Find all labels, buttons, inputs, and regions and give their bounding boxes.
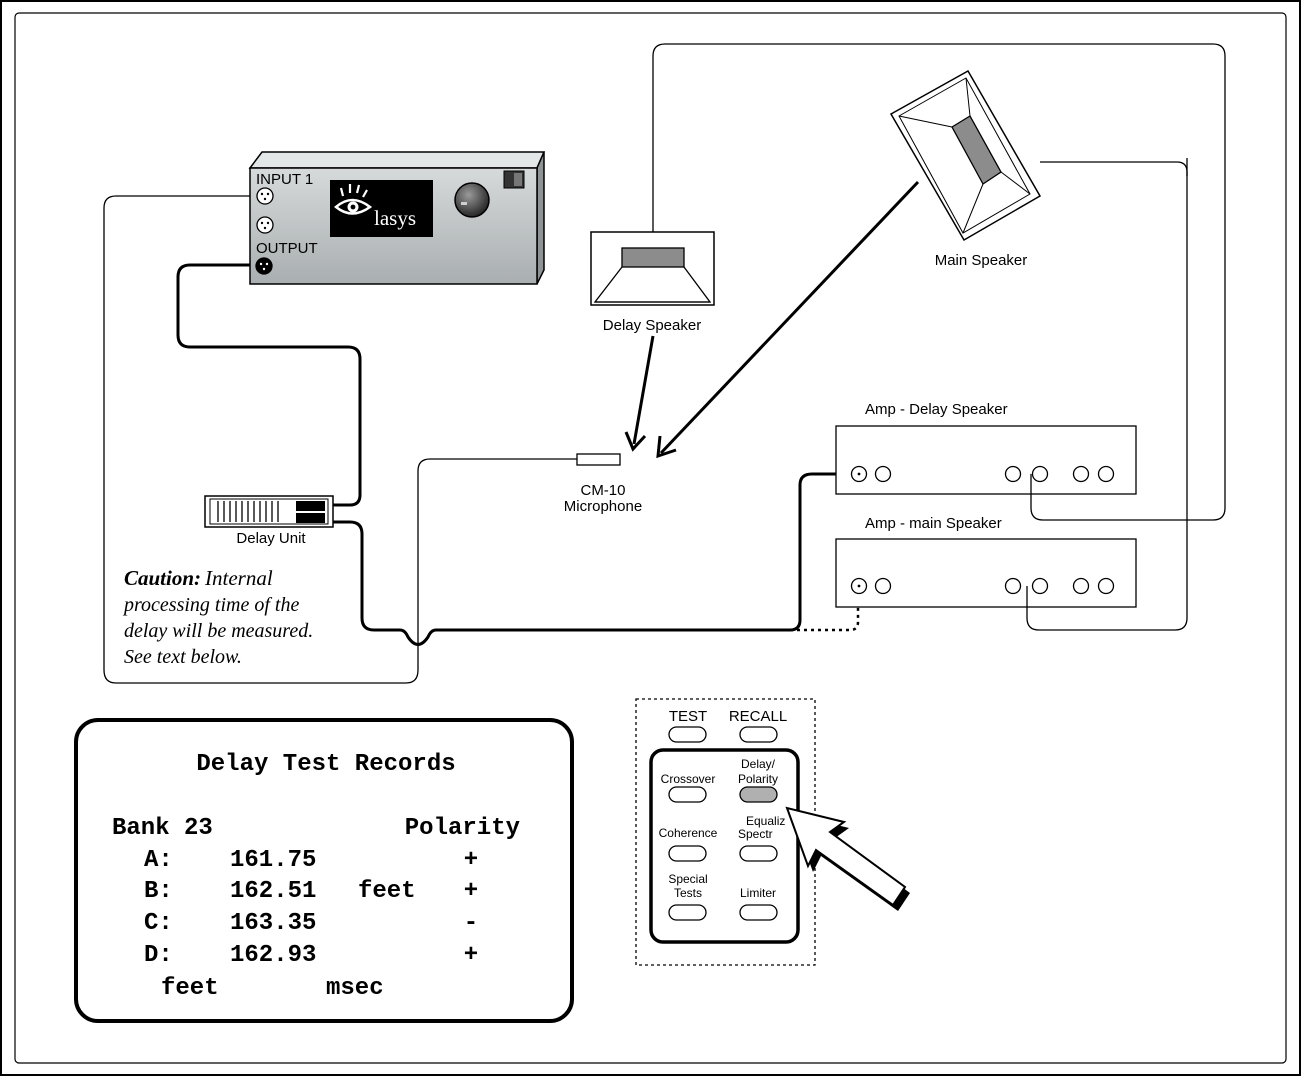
amp-delay-label: Amp - Delay Speaker <box>865 401 1008 418</box>
recall-button[interactable] <box>739 726 778 743</box>
amp-delay-speaker: Amp - Delay Speaker <box>835 401 1137 495</box>
main-speaker-cable <box>1026 161 1188 631</box>
input2-xlr-icon[interactable] <box>256 216 274 234</box>
caution-text-line2: processing time of the <box>122 594 299 616</box>
test-label: TEST <box>669 708 707 725</box>
inner-frame <box>14 12 1287 1064</box>
caution-text-line4: See text below. <box>124 646 242 668</box>
eye-logo-icon <box>334 184 373 215</box>
caution-text-line3: delay will be measured. <box>124 620 313 642</box>
input-label: INPUT 1 <box>256 171 313 188</box>
special-tests-button[interactable] <box>668 904 707 921</box>
crossover-button[interactable] <box>668 786 707 803</box>
svg-text:feet: feet <box>358 878 416 905</box>
microphone-model-label: CM-10 <box>580 482 625 499</box>
crossover-label: Crossover <box>661 772 716 786</box>
limiter-button[interactable] <box>739 904 778 921</box>
caution-text-line1: Caution:Internal <box>124 566 273 590</box>
svg-text:D:: D: <box>144 942 173 969</box>
equalize-label-2: Spectr <box>738 827 773 841</box>
caution-note: Caution:Internal processing time of the … <box>122 566 313 668</box>
svg-text:A:: A: <box>144 847 173 874</box>
equalize-label-1: Equaliz <box>746 814 785 828</box>
delay-speaker: Delay Speaker <box>590 231 715 334</box>
input1-xlr-icon[interactable] <box>256 187 274 205</box>
microphone-type-label: Microphone <box>564 498 642 515</box>
svg-text:C:: C: <box>144 910 173 937</box>
svg-text:-: - <box>464 910 478 937</box>
delay-polarity-label-2: Polarity <box>738 772 778 786</box>
coherence-label: Coherence <box>659 826 718 840</box>
brand-name: lasys <box>374 206 416 230</box>
main-speaker: Main Speaker <box>889 69 1042 269</box>
svg-text:161.75: 161.75 <box>230 847 316 874</box>
svg-text:+: + <box>464 878 478 905</box>
keypad: TEST RECALL Crossover Delay/ Polarity Co… <box>635 698 910 966</box>
test-button[interactable] <box>668 726 707 743</box>
main-amp-dotted-cable <box>790 586 860 632</box>
amp-main-label: Amp - main Speaker <box>865 515 1002 532</box>
input-cable <box>103 195 577 684</box>
display-row: C: 163.35 - <box>144 910 478 937</box>
svg-text:+: + <box>464 847 478 874</box>
equalize-button[interactable] <box>739 845 778 862</box>
delay-to-amp-cable <box>332 472 858 646</box>
recall-label: RECALL <box>729 708 787 725</box>
svg-text:163.35: 163.35 <box>230 910 316 937</box>
delay-test-display: Delay Test Records Bank 23 Polarity A: 1… <box>74 718 574 1023</box>
svg-text:162.51: 162.51 <box>230 878 316 905</box>
delay-speaker-label: Delay Speaker <box>603 317 701 334</box>
amp-main-output-jack-icon[interactable] <box>1004 577 1022 595</box>
special-tests-label-1: Special <box>668 872 707 886</box>
delay-unit-label: Delay Unit <box>236 530 306 547</box>
delay-speaker-cable <box>652 43 1226 521</box>
display-row: D: 162.93 + <box>144 942 478 969</box>
svg-text:+: + <box>464 942 478 969</box>
svg-text:162.93: 162.93 <box>230 942 316 969</box>
output-label: OUTPUT <box>256 240 318 257</box>
delay-polarity-button[interactable] <box>739 786 778 803</box>
display-title: Delay Test Records <box>196 751 455 778</box>
microphone: CM-10 Microphone <box>564 453 642 515</box>
main-speaker-label: Main Speaker <box>935 252 1028 269</box>
coherence-button[interactable] <box>668 845 707 862</box>
amp-delay-output-jack-icon[interactable] <box>1004 465 1022 483</box>
microphone-icon <box>576 453 621 466</box>
delay-unit: Delay Unit <box>204 495 334 547</box>
special-tests-label-2: Tests <box>674 886 702 900</box>
amp-main-speaker: Amp - main Speaker <box>835 515 1137 608</box>
analyzer-device: lasys INPUT 1 OUTPUT <box>248 151 546 285</box>
display-row: B: 162.51 feet + <box>144 878 478 905</box>
svg-text:B:: B: <box>144 878 173 905</box>
display-footer-left: feet <box>161 975 219 1002</box>
analyzer-screen <box>330 180 433 237</box>
display-footer-right: msec <box>326 975 384 1002</box>
delay-polarity-label-1: Delay/ <box>741 757 776 771</box>
output-cable <box>176 263 362 507</box>
output-xlr-icon[interactable] <box>255 257 273 275</box>
display-row: A: 161.75 + <box>144 847 478 874</box>
sound-path-arrows <box>624 180 920 459</box>
limiter-label: Limiter <box>740 886 776 900</box>
pointer-arrow-icon <box>785 806 910 911</box>
display-bank: Bank 23 <box>112 815 213 842</box>
display-polarity-header: Polarity <box>405 815 520 842</box>
knob-icon[interactable] <box>454 182 490 218</box>
